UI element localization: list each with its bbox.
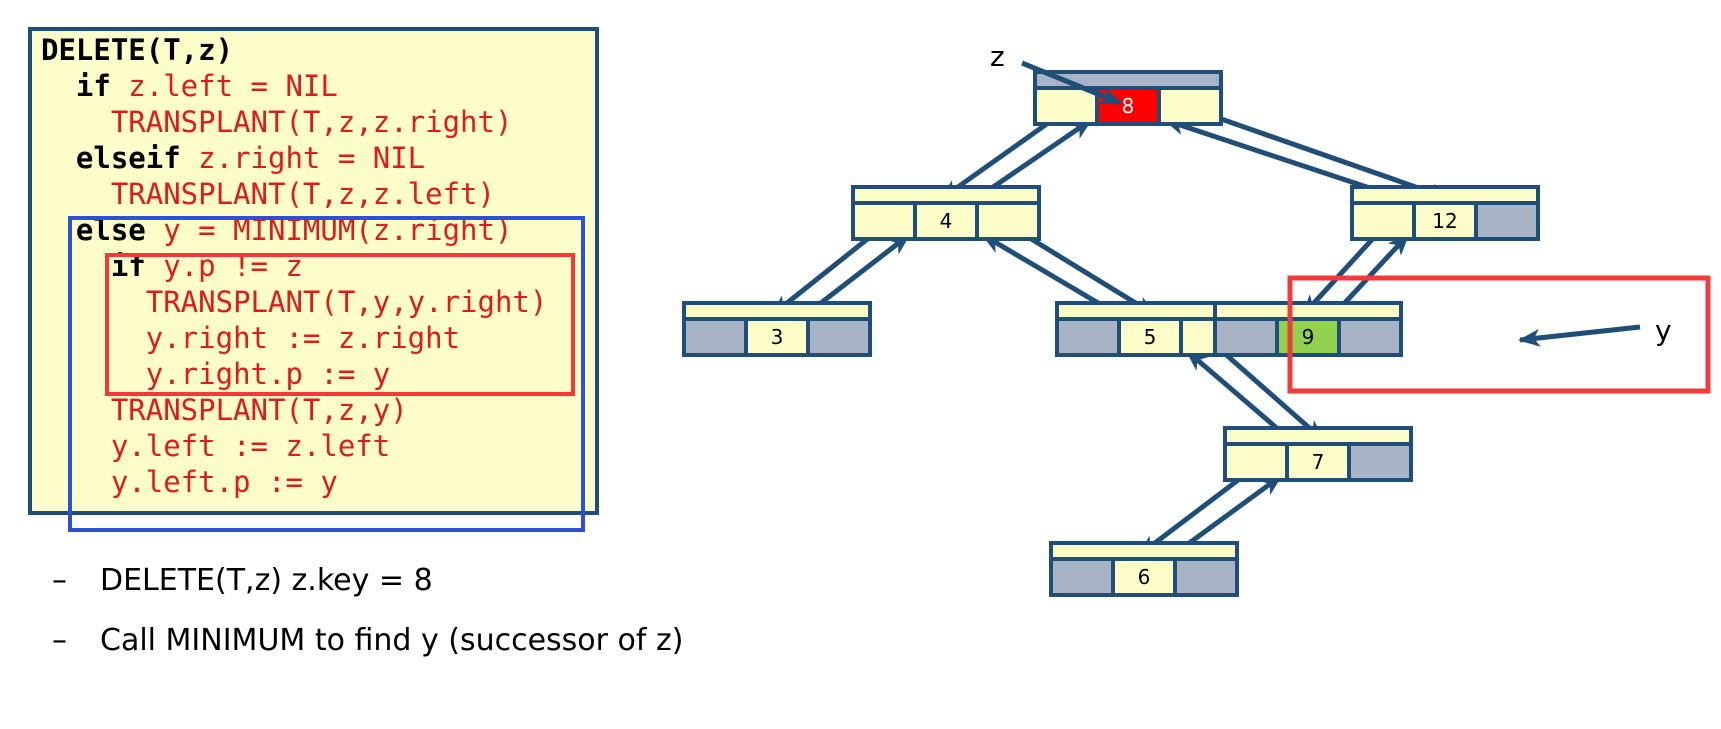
if-branch-highlight: [105, 253, 575, 396]
right-field: [1157, 86, 1223, 126]
bullet-list: –DELETE(T,z) z.key = 8 –Call MINIMUM to …: [52, 561, 683, 681]
right-field: [1173, 557, 1239, 597]
else-branch-highlight: [68, 216, 585, 532]
key-field: [744, 317, 810, 357]
pseudocode-panel: [28, 27, 599, 515]
code-keyword: DELETE(T,z): [41, 33, 234, 67]
left-field: [682, 317, 748, 357]
code-line: y.left.p := y: [41, 465, 338, 499]
node-key: 9: [1302, 325, 1315, 349]
code-text: TRANSPLANT(T,z,y): [110, 393, 408, 427]
left-field: [1223, 442, 1289, 482]
code-line: TRANSPLANT(T,z,z.right): [41, 105, 513, 139]
code-line: TRANSPLANT(T,z,y): [41, 393, 408, 427]
parent-field: [1223, 426, 1413, 446]
right-field: [1347, 442, 1413, 482]
code-text: TRANSPLANT(T,z,z.right): [110, 105, 513, 139]
code-text: y.left.p := y: [110, 465, 338, 499]
node-key: 5: [1144, 325, 1157, 349]
bullet-text: DELETE(T,z) z.key = 8: [100, 563, 433, 598]
left-field: [1213, 317, 1279, 357]
parent-field: [682, 301, 872, 321]
z-pointer-arrow: [1021, 60, 1122, 106]
code-line: TRANSPLANT(T,z,z.left): [41, 177, 495, 211]
node-key: 8: [1122, 94, 1135, 118]
tree-node-6: 6: [1049, 541, 1239, 597]
z-label: z: [990, 40, 1005, 73]
code-text: y.right.p := y: [145, 357, 391, 391]
node-key: 12: [1432, 209, 1457, 233]
parent-field: [851, 185, 1041, 205]
code-line: y.right := z.right: [41, 321, 460, 355]
right-field: [806, 317, 872, 357]
code-text: z.left = NIL: [110, 69, 338, 103]
y-label: y: [1655, 314, 1672, 347]
bullet-item: –Call MINIMUM to find y (successor of z): [52, 621, 683, 681]
node-key: 3: [771, 325, 784, 349]
successor-highlight-box: [1287, 275, 1711, 394]
y-pointer-arrow: [1518, 324, 1641, 347]
tree-node-3: 3: [682, 301, 872, 357]
bullet-dash: –: [52, 623, 67, 658]
node-key: 6: [1138, 565, 1151, 589]
right-field: [975, 201, 1041, 241]
code-line: TRANSPLANT(T,y,y.right): [41, 285, 548, 319]
tree-node-12: 12: [1350, 185, 1540, 241]
tree-node-8: 8: [1033, 70, 1223, 126]
child-pointer-arrow: [1183, 103, 1452, 202]
code-line: y.right.p := y: [41, 357, 390, 391]
key-field: [1412, 201, 1478, 241]
delete-pseudocode: DELETE(T,z) if z.left = NIL TRANSPLANT(T…: [41, 32, 547, 500]
tree-node-7: 7: [1223, 426, 1413, 482]
right-field: [1474, 201, 1540, 241]
bullet-item: –DELETE(T,z) z.key = 8: [52, 561, 683, 621]
code-keyword: elseif: [75, 141, 181, 175]
left-field: [851, 201, 917, 241]
left-field: [1049, 557, 1115, 597]
code-text: TRANSPLANT(T,y,y.right): [145, 285, 548, 319]
code-line: elseif z.right = NIL: [41, 141, 425, 175]
code-line: y.left := z.left: [41, 429, 390, 463]
code-keyword: if: [75, 69, 111, 103]
left-field: [1350, 201, 1416, 241]
code-text: z.right = NIL: [180, 141, 426, 175]
tree-node-9: 9: [1213, 301, 1403, 357]
tree-node-4: 4: [851, 185, 1041, 241]
parent-field: [1213, 301, 1403, 321]
node-key: 4: [940, 209, 953, 233]
left-field: [1055, 317, 1121, 357]
parent-field: [1049, 541, 1239, 561]
right-field: [1337, 317, 1403, 357]
code-text: y.right := z.right: [145, 321, 461, 355]
bullet-dash: –: [52, 563, 67, 598]
code-text: TRANSPLANT(T,z,z.left): [110, 177, 495, 211]
code-text: y.left := z.left: [110, 429, 391, 463]
key-field: [1275, 317, 1341, 357]
bullet-text: Call MINIMUM to find y (successor of z): [100, 623, 684, 658]
left-field: [1033, 86, 1099, 126]
code-line: DELETE(T,z): [41, 33, 233, 67]
node-key: 7: [1312, 450, 1325, 474]
parent-field: [1350, 185, 1540, 205]
code-line: if z.left = NIL: [41, 69, 338, 103]
